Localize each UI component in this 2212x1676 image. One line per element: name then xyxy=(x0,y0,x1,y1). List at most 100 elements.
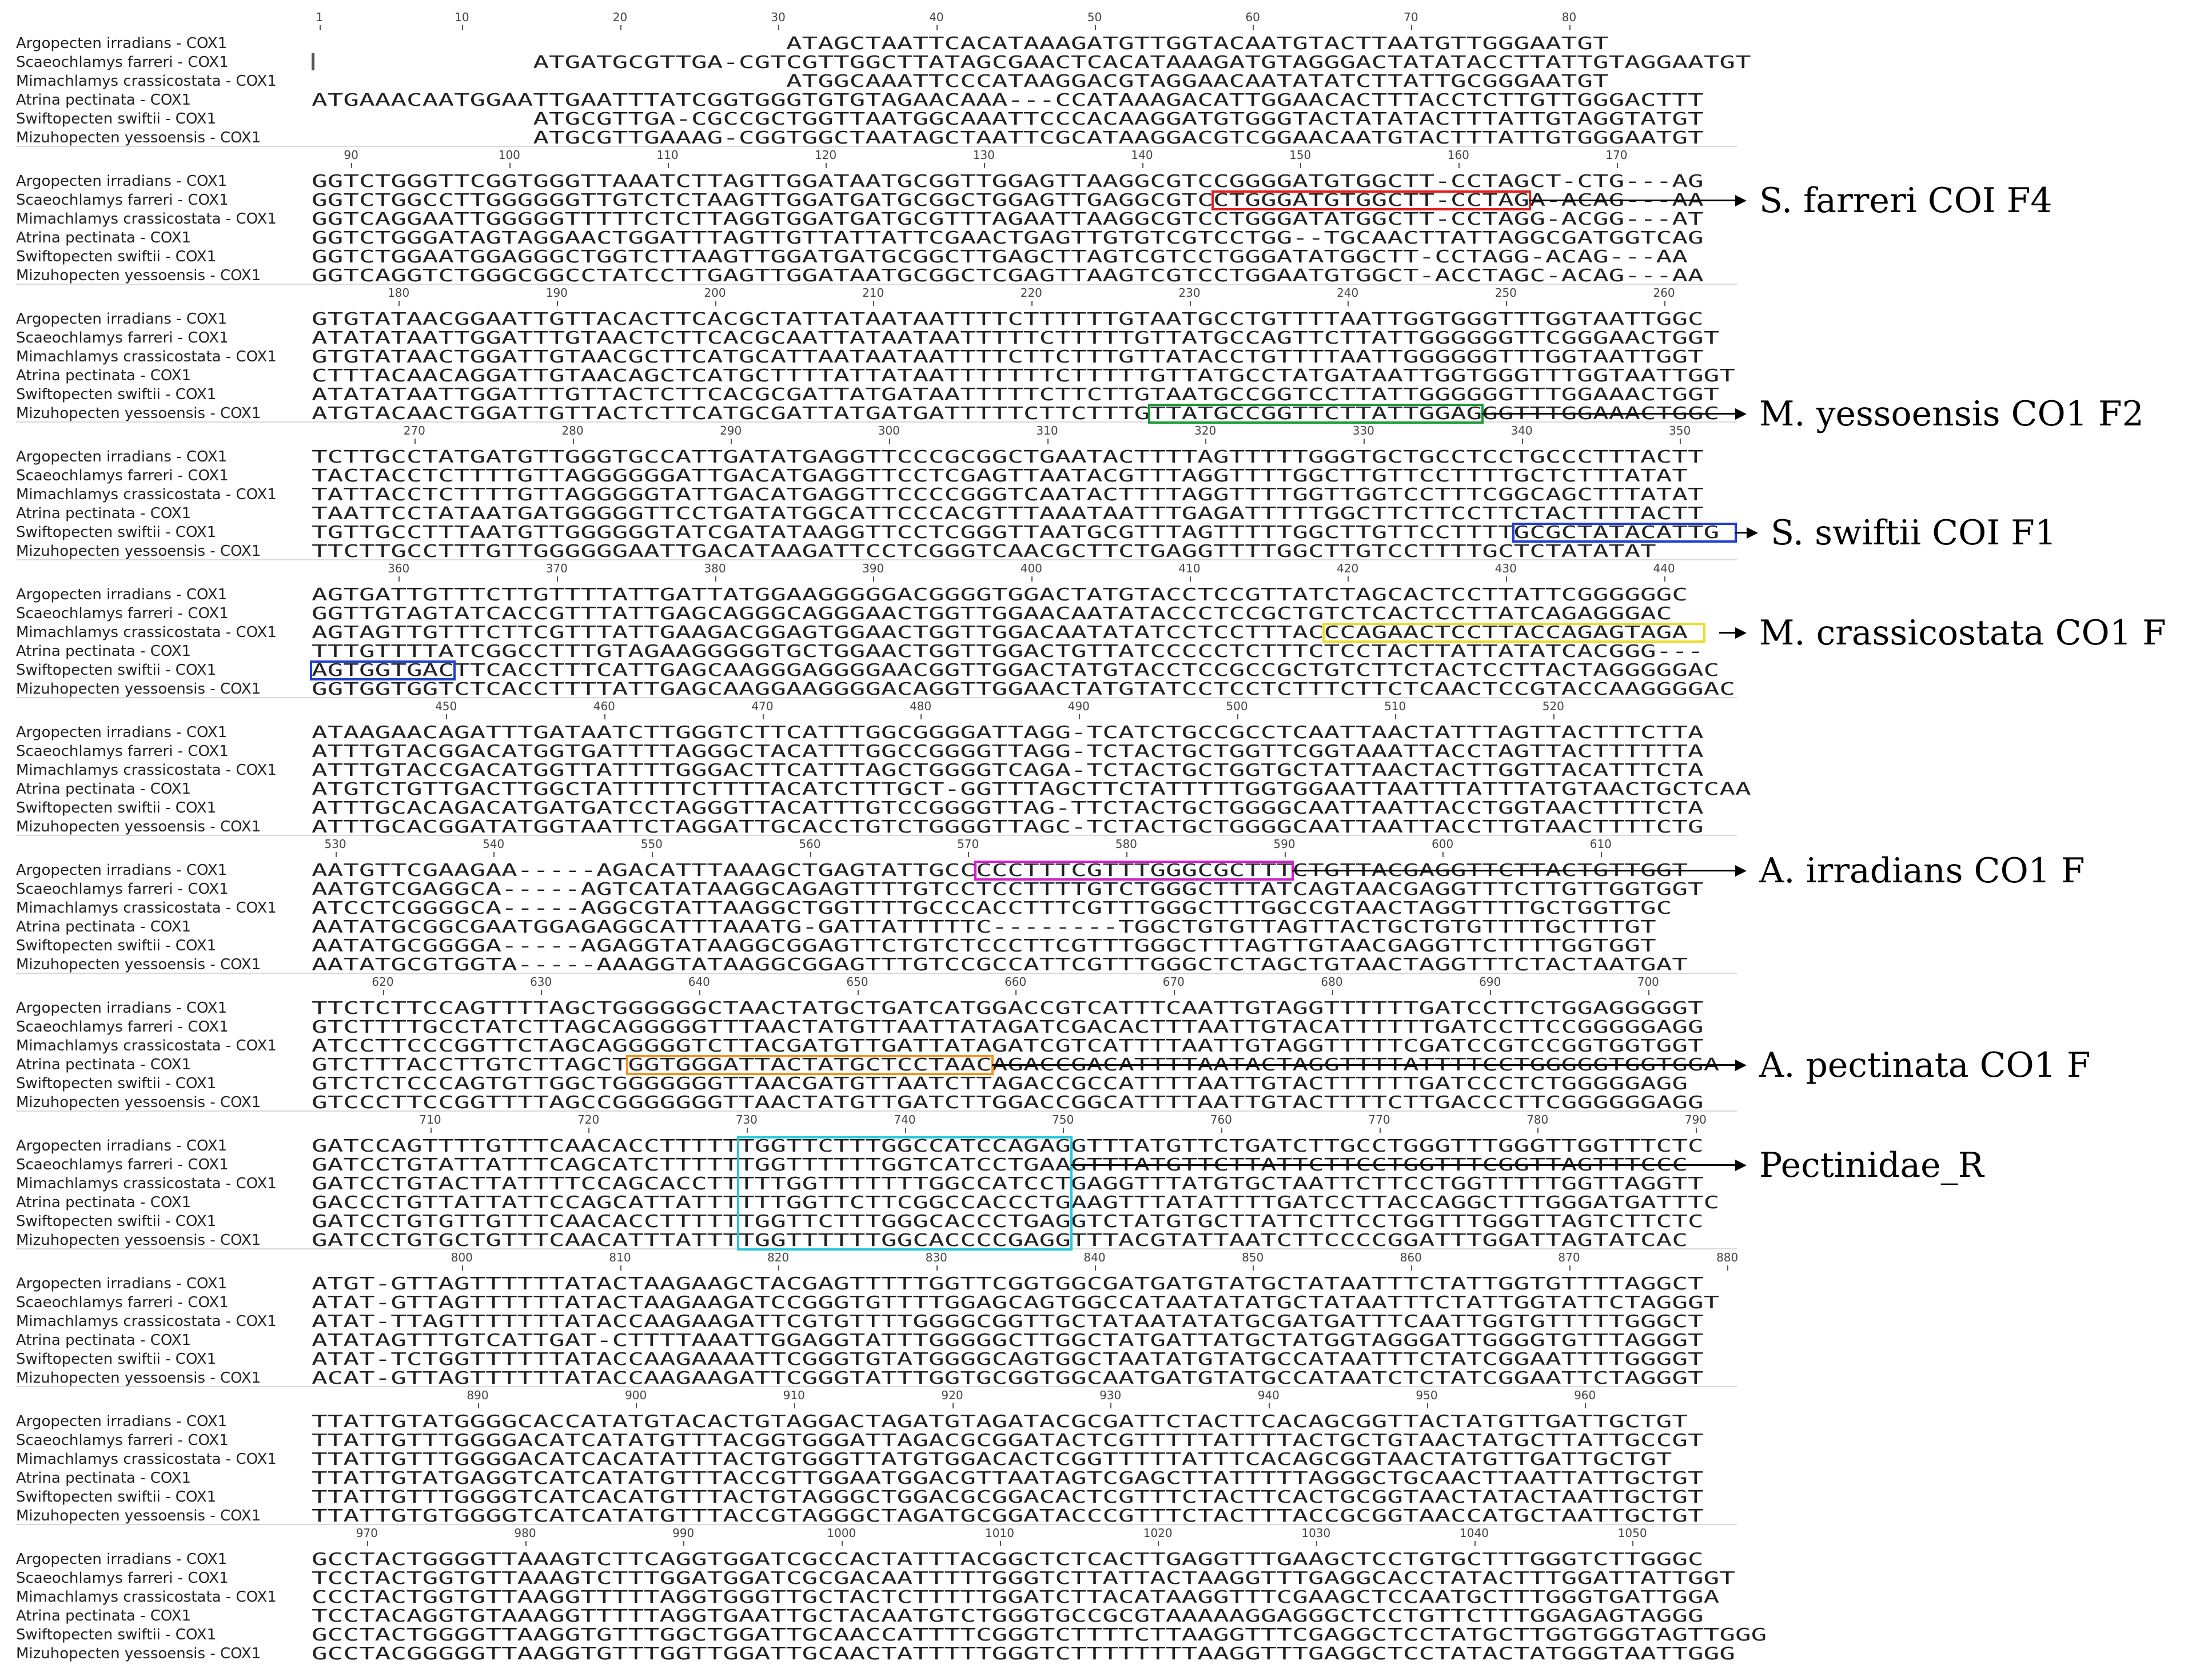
ruler-tick-label: 790 xyxy=(1684,1113,1707,1126)
sequence-text: AATATGCGGGGA-----AGAGGTATAAGGCGGAGTTCTGT… xyxy=(312,936,1656,956)
sequence-text: GGTCAGGTCTGGGCGGCCTATCCTTGAGTTGGATAATGCG… xyxy=(312,266,1704,286)
ruler-tick-label: 260 xyxy=(1653,286,1675,300)
species-label: Atrina pectinata - COX1 xyxy=(16,643,192,660)
primer-site-highlight xyxy=(626,1055,994,1075)
ruler-tick xyxy=(778,25,780,30)
ruler-tick-label: 950 xyxy=(1416,1388,1438,1402)
ruler-tick xyxy=(999,1541,1001,1546)
ruler-tick xyxy=(525,1541,527,1546)
sequence-text: ATTTGCACAGACATGATGATCCTAGGGTTACATTTGTCCG… xyxy=(312,798,1704,818)
ruler-tick xyxy=(620,1265,621,1271)
sequence-text: GCCTACGGGGGTTAAGGTGTTTGGTTGGATTGCAACTATT… xyxy=(312,1644,1736,1664)
sequence-row: Scaeochlamys farreri - COX1 GGTTGTAGTATCA… xyxy=(0,604,1744,623)
ruler-tick xyxy=(335,852,337,857)
sequence-text: GGTTGTAGTATCACCGTTTATTGAGCAGGGCAGGGAACTG… xyxy=(312,604,1672,624)
ruler-tick xyxy=(1348,301,1349,306)
ruler-tick-label: 530 xyxy=(324,837,346,851)
primer-annotation: Pectinidae_R xyxy=(1071,1145,1984,1186)
sequence-text: ATGTCTGTTGACTTGGCTATTTTTCTTTTACATCTTTGCT… xyxy=(312,779,1751,799)
ruler-tick-label: 200 xyxy=(704,286,726,300)
ruler-tick-label: 320 xyxy=(1194,424,1217,437)
ruler-tick-label: 220 xyxy=(1020,286,1042,300)
ruler-tick xyxy=(1189,301,1191,306)
ruler-tick-label: 490 xyxy=(1067,699,1090,713)
sequence-text: TCCTACTGGTGTTAAAGTCTTTGGATGGATCGCGACAATT… xyxy=(312,1568,1736,1589)
ruler-tick xyxy=(398,576,400,582)
ruler-tick xyxy=(1458,163,1460,168)
sequence-text: GATCCTGTGCTGTTTCAACATTTATTTTGGTTTTTTGGCA… xyxy=(312,1231,1688,1251)
sequence-text: GGTCTGGGTTCGGTGGGTTAAATCTTAGTTGGATAATGCG… xyxy=(312,172,1704,192)
species-label: Swiftopecten swiftii - COX1 xyxy=(16,524,217,541)
ruler-tick-label: 920 xyxy=(941,1388,963,1402)
ruler-tick xyxy=(588,1128,590,1133)
ruler-tick xyxy=(1521,439,1523,444)
species-label: Scaeochlamys farreri - COX1 xyxy=(16,1432,229,1449)
ruler-tick-label: 50 xyxy=(1087,10,1102,24)
ruler-tick-label: 310 xyxy=(1036,424,1058,437)
species-label: Mizuhopecten yessoensis - COX1 xyxy=(16,1094,261,1111)
ruler-tick-label: 880 xyxy=(1716,1251,1739,1264)
ruler-tick-label: 60 xyxy=(1245,10,1260,24)
primer-label: S. swiftii COI F1 xyxy=(1771,512,2056,553)
primer-label: M. yessoensis CO1 F2 xyxy=(1759,393,2144,434)
sequence-text: GCCTACTGGGGTTAAAGTCTTCAGGTGGATCGCCACTATT… xyxy=(312,1550,1704,1570)
ruler-tick xyxy=(904,1128,906,1133)
ruler-tick-label: 980 xyxy=(514,1526,536,1540)
arrow-head-icon xyxy=(1735,194,1747,206)
species-label: Scaeochlamys farreri - COX1 xyxy=(16,605,229,622)
ruler-tick xyxy=(1695,1128,1697,1133)
ruler-tick xyxy=(319,25,321,30)
ruler-tick xyxy=(382,990,384,995)
ruler-tick-label: 670 xyxy=(1162,975,1185,989)
sequence-text: GGTCTGGAATGGAGGGCTGGTCTTAAGTTGGATGATGCGG… xyxy=(312,247,1688,267)
ruler-tick-label: 100 xyxy=(498,148,520,162)
ruler-tick xyxy=(1221,1128,1222,1133)
ruler-tick xyxy=(604,714,605,719)
species-label: Argopecten irradians - COX1 xyxy=(16,1551,228,1568)
ruler-tick xyxy=(1078,714,1080,719)
block-separator xyxy=(16,284,1737,285)
sequence-text: GTCTTTTGCCTATCTTAGCAGGGGGTTTAACTATGTTAAT… xyxy=(312,1017,1704,1037)
species-label: Swiftopecten swiftii - COX1 xyxy=(16,1213,217,1230)
species-label: Atrina pectinata - COX1 xyxy=(16,229,192,246)
ruler-tick-label: 40 xyxy=(929,10,944,24)
ruler-tick xyxy=(1680,439,1681,444)
species-label: Atrina pectinata - COX1 xyxy=(16,1607,192,1625)
position-ruler xyxy=(16,700,1737,723)
ruler-tick-label: 600 xyxy=(1432,837,1454,851)
sequence-text: ATAT-GTTAGTTTTTTATACTAAGAAGATCCGGGTGTTTT… xyxy=(312,1293,1720,1313)
species-label: Argopecten irradians - COX1 xyxy=(16,1275,228,1292)
species-label: Argopecten irradians - COX1 xyxy=(16,35,228,52)
ruler-tick-label: 760 xyxy=(1210,1113,1232,1126)
sequence-text: GATCCAGTTTTGTTTCAACACCTTTTTTGGTTCTTTGGCC… xyxy=(312,1136,1704,1156)
sequence-text: ATAGCTAATTCACATAAAGATGTTGGTACAATGTACTTAA… xyxy=(312,34,1609,54)
ruler-tick-label: 300 xyxy=(878,424,900,437)
position-ruler xyxy=(16,1390,1737,1412)
ruler-tick xyxy=(1727,1265,1729,1271)
ruler-tick-label: 720 xyxy=(577,1113,600,1126)
species-label: Mimachlamys crassicostata - COX1 xyxy=(16,762,277,779)
ruler-tick-label: 840 xyxy=(1083,1251,1106,1264)
ruler-tick xyxy=(414,439,416,444)
sequence-text: ATGATGCGTTGA-CGTCGTTGGCTTATAGCGAACTCACAT… xyxy=(312,53,1751,73)
